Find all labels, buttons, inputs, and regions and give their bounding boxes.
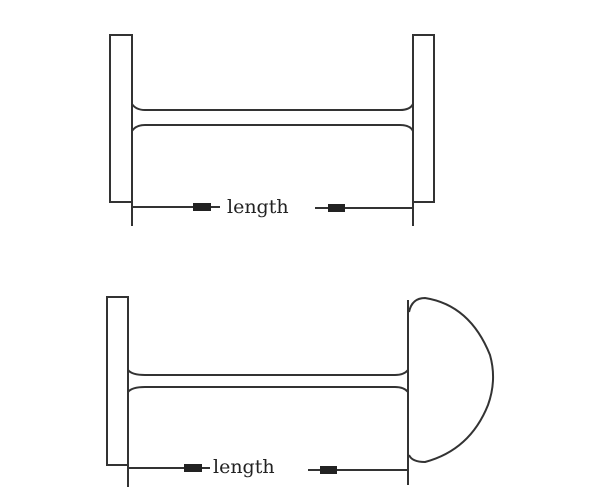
arrow-right [320, 466, 337, 474]
web-bottom-line [131, 124, 414, 132]
web-top-line [131, 103, 414, 111]
web-bottom-line [127, 386, 409, 393]
left-plate [109, 34, 133, 203]
top-diagram [109, 34, 435, 226]
bottom-length-label: length [210, 457, 278, 477]
top-length-label: length [224, 197, 292, 217]
arrow-left [184, 464, 202, 472]
left-plate [106, 296, 129, 466]
right-plate [412, 34, 435, 203]
dome-head [408, 296, 494, 464]
web-top-line [127, 369, 409, 376]
arrow-left [193, 203, 211, 211]
bottom-diagram [106, 296, 494, 487]
arrow-right [328, 204, 345, 212]
